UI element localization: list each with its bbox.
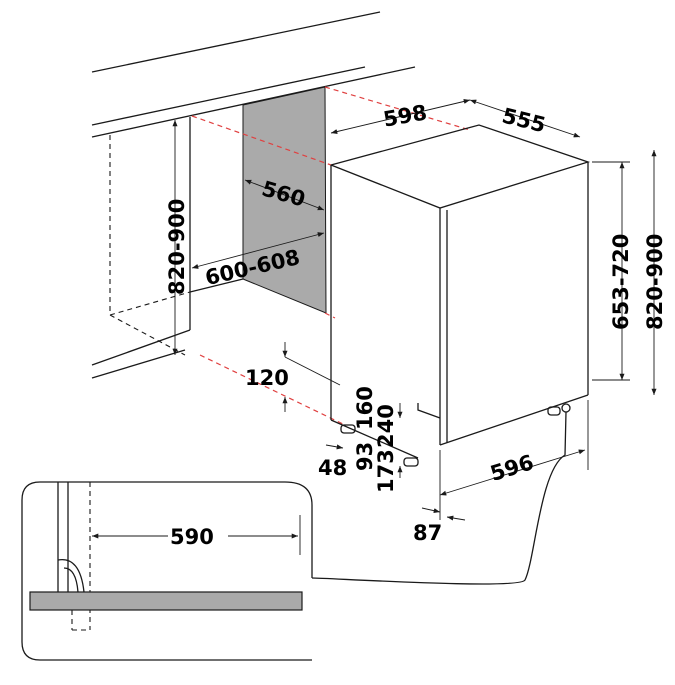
- dim-foot-min-b: 173: [374, 449, 398, 493]
- worktop: [91, 11, 416, 138]
- dim-door-offset: 87: [413, 521, 442, 545]
- dim-detail-width: 590: [170, 525, 214, 549]
- dim-plinth-height: 120: [245, 366, 289, 390]
- foot-right: [547, 406, 561, 416]
- foot-left: [340, 424, 356, 434]
- dim-side-offset: 48: [318, 456, 347, 480]
- dim-niche-height: 820-900: [165, 199, 189, 295]
- detail-marker: [561, 403, 571, 413]
- dim-appliance-height: 653-720: [609, 234, 633, 330]
- detail-panel: [29, 591, 303, 611]
- foot-front: [403, 457, 419, 467]
- left-cabinet: [91, 117, 244, 379]
- detail-inset: 590: [21, 411, 567, 661]
- dim-foot-min-a: 93: [353, 442, 377, 471]
- dishwasher: [330, 124, 591, 467]
- dim-appliance-depth: 555: [500, 104, 548, 138]
- dim-appliance-width: 598: [381, 100, 428, 131]
- dim-foot-adjust-total: 240: [374, 404, 398, 448]
- dimension-lines: [172, 99, 657, 521]
- dim-door-width: 596: [487, 450, 536, 486]
- dim-foot-adjust-max: 160: [353, 386, 377, 430]
- dim-total-height: 820-900: [643, 234, 667, 330]
